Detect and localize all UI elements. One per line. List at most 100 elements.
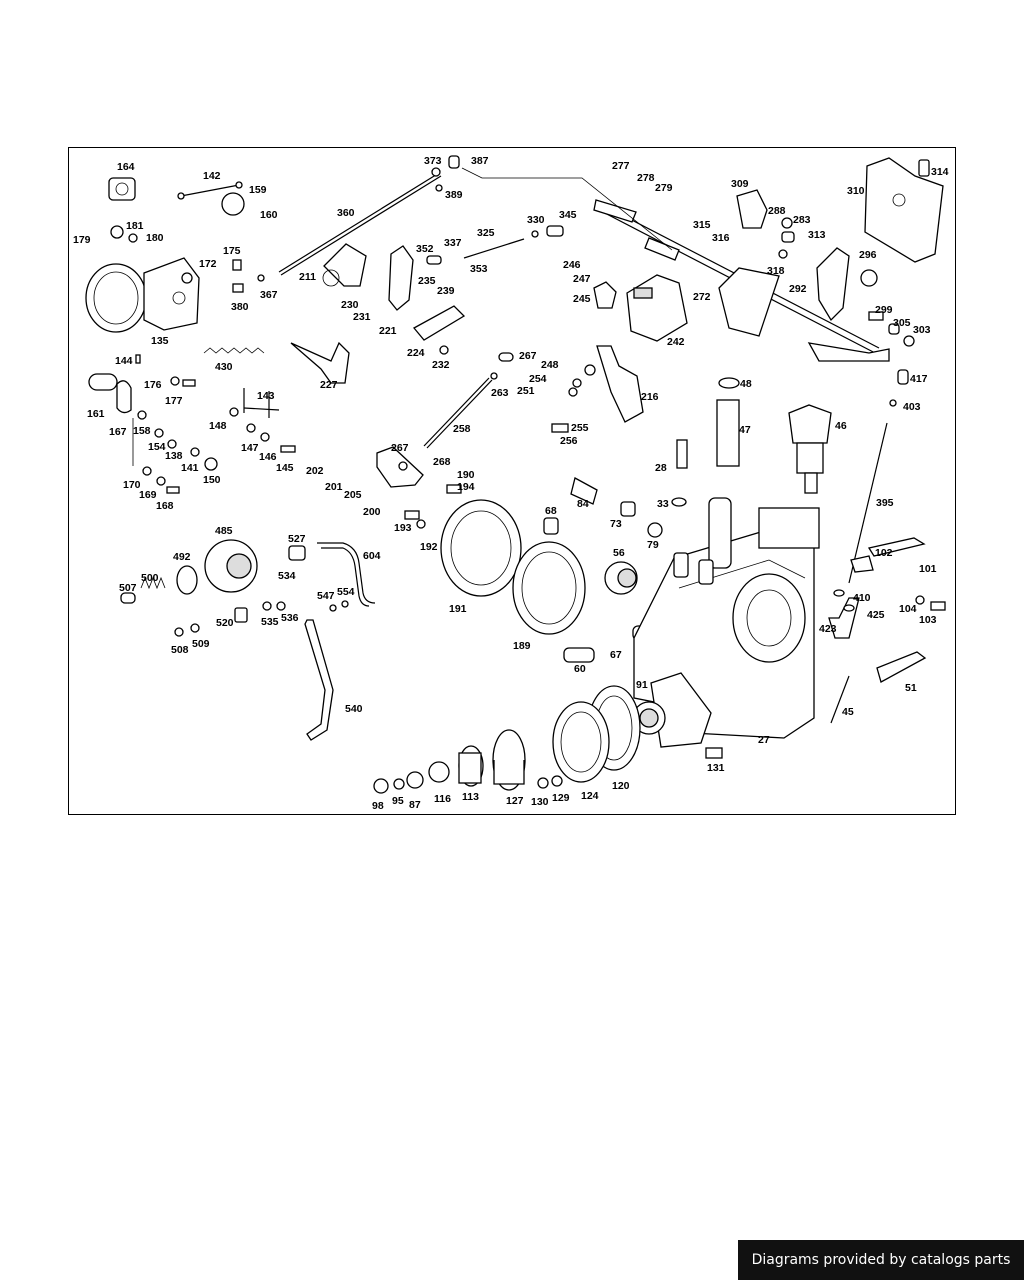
part-illustration-318 <box>778 249 788 259</box>
part-illustration-148 <box>229 407 239 417</box>
part-number-label: 60 <box>574 663 586 675</box>
part-number-label: 145 <box>276 462 294 474</box>
credit-badge: Diagrams provided by catalogs parts <box>738 1240 1024 1280</box>
part-number-label: 28 <box>655 462 667 474</box>
part-number-labels: 1641421591601811801791751723803671353602… <box>73 155 949 812</box>
part-illustration-221 <box>388 245 414 311</box>
part-number-label: 84 <box>577 498 589 510</box>
part-number-label: 46 <box>835 420 847 432</box>
part-number-label: 310 <box>847 185 865 197</box>
part-illustration-98 <box>373 778 389 794</box>
part-number-label: 138 <box>165 450 183 462</box>
part-number-label: 235 <box>418 275 436 287</box>
part-illustration-535 <box>262 601 272 611</box>
part-number-label: 500 <box>141 572 159 584</box>
part-illustration-272 <box>593 199 890 362</box>
part-illustration-536 <box>276 601 286 611</box>
part-illustration-352 <box>426 255 442 265</box>
part-number-label: 191 <box>449 603 467 615</box>
part-number-label: 337 <box>444 237 462 249</box>
part-illustration-540 <box>304 619 334 741</box>
part-number-label: 113 <box>462 791 479 803</box>
part-illustration-45 <box>830 675 850 724</box>
part-number-label: 158 <box>133 425 151 437</box>
part-number-label: 142 <box>203 170 221 182</box>
part-number-label: 360 <box>337 207 355 219</box>
part-number-label: 141 <box>181 462 199 474</box>
part-illustration-176 <box>170 376 180 386</box>
part-illustration-232 <box>439 345 449 355</box>
part-number-label: 167 <box>109 426 127 438</box>
part-number-label: 87 <box>409 799 421 811</box>
part-illustration-227 <box>290 341 350 384</box>
part-number-label: 305 <box>893 317 911 329</box>
part-number-label: 180 <box>146 232 164 244</box>
part-number-label: 91 <box>636 679 648 691</box>
part-illustration-554 <box>341 600 349 608</box>
part-number-label: 245 <box>573 293 591 305</box>
part-number-label: 540 <box>345 703 363 715</box>
part-number-label: 367 <box>260 289 278 301</box>
part-number-label: 425 <box>867 609 885 621</box>
part-illustration-127 <box>492 729 526 791</box>
part-illustration-189 <box>512 541 586 635</box>
part-number-label: 120 <box>612 780 630 792</box>
part-illustration-245 <box>593 281 617 309</box>
part-illustration-103 <box>930 601 946 611</box>
part-number-label: 169 <box>139 489 157 501</box>
part-illustration-387 <box>448 155 460 169</box>
part-number-label: 303 <box>913 324 931 336</box>
part-number-label: 527 <box>288 533 306 545</box>
part-illustration-28 <box>676 439 688 469</box>
part-illustration-175 <box>232 259 242 271</box>
part-illustration-164 <box>108 177 136 201</box>
part-illustration-158 <box>137 410 147 420</box>
part-number-label: 181 <box>126 220 144 232</box>
part-illustration-345 <box>546 225 564 237</box>
part-number-label: 417 <box>910 373 928 385</box>
part-number-label: 410 <box>853 592 871 604</box>
part-illustration-211 <box>322 243 367 287</box>
part-illustration-258 <box>423 377 490 447</box>
part-illustration-102 <box>850 555 874 573</box>
part-illustration-161 <box>88 373 118 391</box>
part-illustration-84 <box>570 477 598 505</box>
part-illustration-310 <box>864 157 944 263</box>
part-number-label: 309 <box>731 178 749 190</box>
part-illustration-129 <box>551 775 563 787</box>
part-illustration-330 <box>531 230 539 238</box>
part-number-label: 536 <box>281 612 299 624</box>
part-number-label: 98 <box>372 800 384 812</box>
part-number-label: 200 <box>363 506 381 518</box>
part-number-label: 299 <box>875 304 893 316</box>
part-number-label: 216 <box>641 391 659 403</box>
part-illustration-299 <box>868 311 884 321</box>
part-number-label: 263 <box>491 387 509 399</box>
part-number-label: 190 <box>457 469 475 481</box>
part-illustration-242 <box>626 274 688 342</box>
part-number-label: 373 <box>424 155 442 167</box>
part-number-label: 129 <box>552 792 570 804</box>
part-illustration-547 <box>329 604 337 612</box>
part-illustration-309 <box>736 189 768 229</box>
part-number-label: 211 <box>299 271 316 283</box>
part-number-label: 246 <box>563 259 581 271</box>
part-number-label: 508 <box>171 644 189 656</box>
part-number-label: 389 <box>445 189 463 201</box>
part-number-label: 146 <box>259 451 277 463</box>
part-illustration-141 <box>190 447 200 457</box>
part-number-label: 201 <box>325 481 343 493</box>
part-illustration-248 <box>584 364 596 376</box>
part-number-label: 159 <box>249 184 267 196</box>
part-illustration-46 <box>788 404 832 494</box>
part-illustration-430 <box>203 347 265 354</box>
part-illustration-389 <box>435 184 443 192</box>
part-illustration-95 <box>393 778 405 790</box>
part-illustration-47 <box>716 399 740 467</box>
part-number-label: 313 <box>808 229 826 241</box>
part-number-label: 194 <box>457 481 475 493</box>
part-number-label: 330 <box>527 214 545 226</box>
part-illustration-520 <box>234 607 248 623</box>
part-illustration-313 <box>781 231 795 243</box>
